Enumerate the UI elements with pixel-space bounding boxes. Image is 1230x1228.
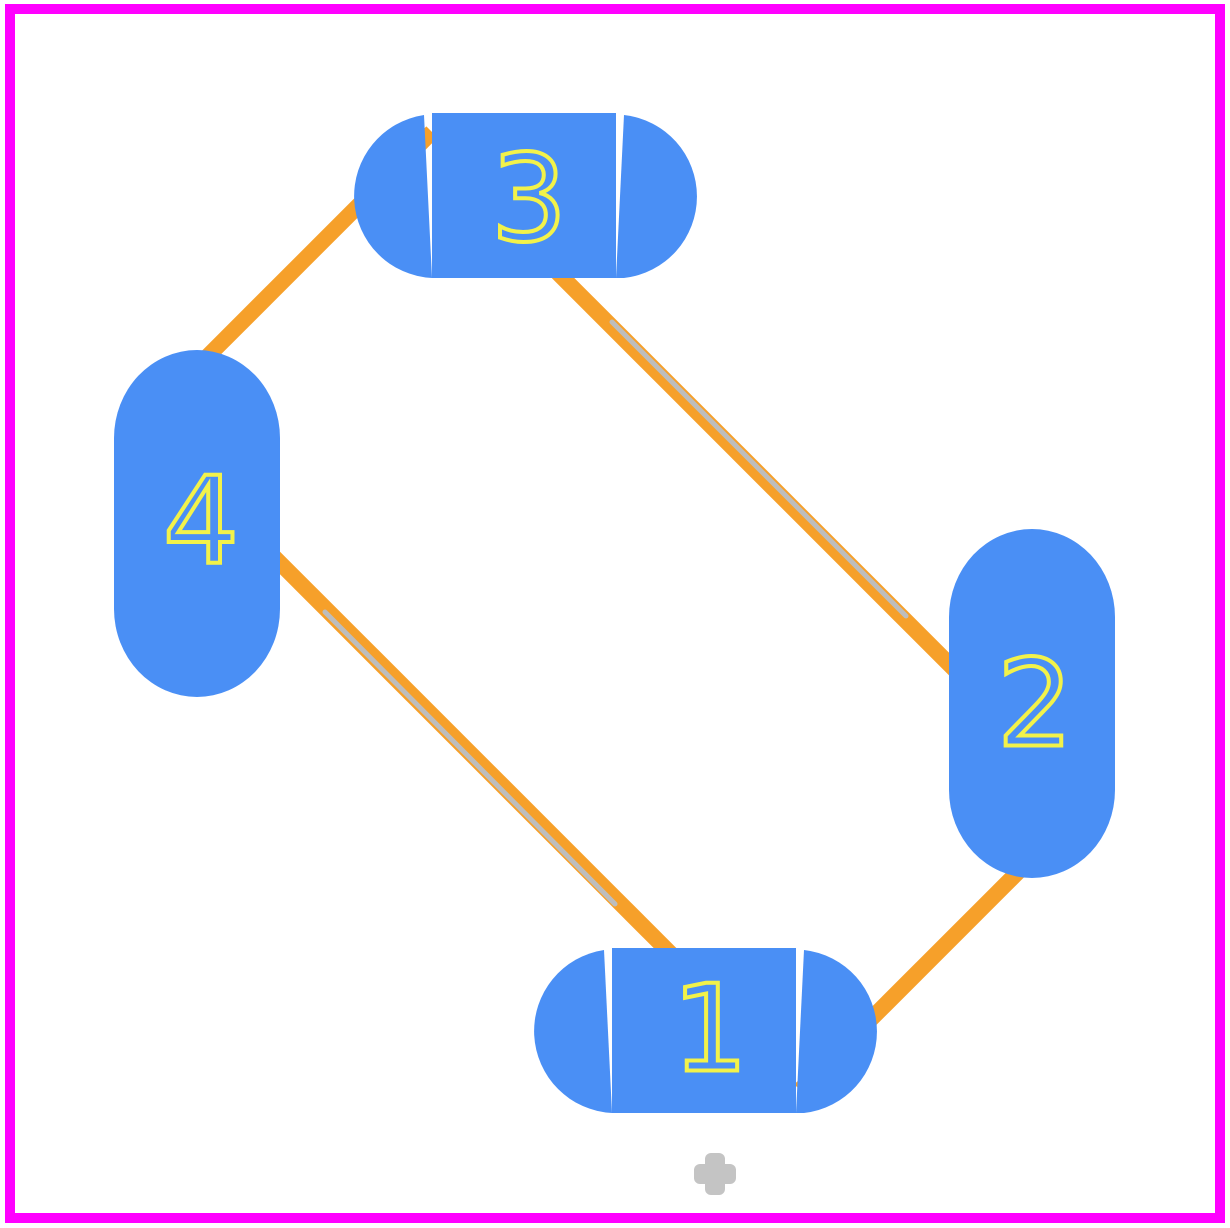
- pad-4-body: [114, 350, 280, 697]
- fab-line-upper: [609, 319, 909, 619]
- pad-1-label: 1: [672, 961, 748, 1100]
- origin-marker-icon: [694, 1153, 736, 1195]
- pad-2-body: [949, 529, 1115, 878]
- pad-1[interactable]: 1: [534, 948, 877, 1113]
- pad-3-right-cap: [616, 115, 697, 278]
- pad-3-label: 3: [491, 131, 567, 270]
- pad-3[interactable]: 3: [354, 113, 697, 278]
- pad-2-label: 2: [997, 636, 1073, 775]
- pad-4[interactable]: 4: [114, 350, 280, 697]
- fab-lines: [322, 319, 909, 907]
- pad-4-label: 4: [163, 453, 239, 592]
- pad-1-left-cap: [534, 950, 612, 1113]
- pad-2[interactable]: 2: [949, 529, 1115, 878]
- fab-line-lower: [322, 609, 618, 907]
- pad-3-body: [432, 113, 616, 278]
- pad-3-left-cap: [354, 115, 432, 278]
- board-outline: [5, 4, 1225, 1223]
- silkscreen-edge-3-2: [539, 254, 1006, 721]
- pad-1-body: [612, 948, 796, 1113]
- pad-1-right-cap: [796, 950, 877, 1113]
- silkscreen-edge-4-1: [256, 539, 690, 973]
